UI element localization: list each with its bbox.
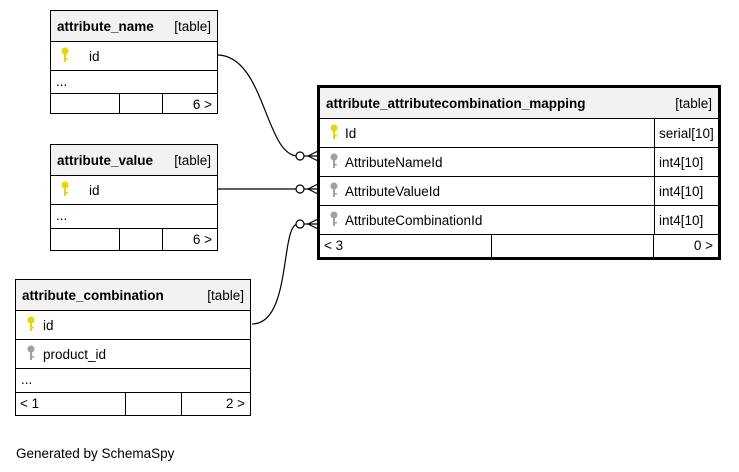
table-header[interactable]: attribute_attributecombination_mapping […: [320, 88, 718, 119]
column-row[interactable]: Id serial[10]: [320, 119, 718, 148]
table-attribute-combination[interactable]: attribute_combination [table] id product…: [15, 279, 251, 416]
column-row[interactable]: AttributeValueId int4[10]: [320, 177, 718, 206]
foreign-key-icon: [330, 153, 338, 168]
table-header[interactable]: attribute_value [table]: [51, 145, 217, 176]
crowfoot-attribute-combination: [295, 218, 319, 230]
footer-middle: [120, 229, 163, 250]
column-name: AttributeNameId: [345, 155, 443, 170]
table-kind: [table]: [174, 19, 211, 34]
table-name: attribute_attributecombination_mapping: [326, 96, 586, 111]
primary-key-icon: [61, 47, 69, 62]
table-name: attribute_combination: [22, 288, 164, 303]
parents-count[interactable]: [51, 94, 120, 113]
primary-key-icon: [27, 316, 35, 331]
ellipsis: ...: [56, 74, 68, 89]
footer-middle: [492, 235, 654, 257]
column-type: int4[10]: [654, 177, 718, 205]
children-count[interactable]: 6 >: [192, 97, 212, 112]
more-columns-row: ...: [51, 71, 217, 94]
column-type: int4[10]: [654, 206, 718, 234]
table-footer: < 3 0 >: [320, 235, 718, 257]
column-row[interactable]: id: [51, 42, 217, 71]
column-name: id: [89, 49, 100, 64]
table-name: attribute_name: [57, 19, 154, 34]
table-kind: [table]: [675, 96, 712, 111]
relation-attribute-combination: [251, 223, 318, 325]
more-columns-row: ...: [51, 205, 217, 229]
column-row[interactable]: id: [51, 176, 217, 205]
column-name: id: [89, 183, 100, 198]
column-type: serial[10]: [654, 119, 718, 147]
column-name: id: [43, 318, 54, 333]
column-name: AttributeValueId: [345, 184, 441, 199]
crowfoot-attribute-value: [295, 183, 319, 195]
column-name: AttributeCombinationId: [345, 213, 483, 228]
column-name: product_id: [43, 347, 107, 362]
table-footer: < 1 2 >: [16, 393, 250, 415]
column-type: int4[10]: [654, 148, 718, 176]
table-footer: 6 >: [51, 94, 217, 113]
children-count[interactable]: 6 >: [192, 232, 212, 247]
table-kind: [table]: [174, 153, 211, 168]
primary-key-icon: [330, 124, 338, 139]
foreign-key-icon: [27, 345, 35, 360]
column-row[interactable]: product_id: [16, 340, 250, 369]
more-columns-row: ...: [16, 369, 250, 393]
column-row[interactable]: AttributeCombinationId int4[10]: [320, 206, 718, 235]
table-header[interactable]: attribute_name [table]: [51, 11, 217, 42]
table-attribute-name[interactable]: attribute_name [table] id ... 6 >: [50, 10, 218, 114]
parents-count[interactable]: [51, 229, 120, 250]
table-name: attribute_value: [57, 153, 154, 168]
column-row[interactable]: id: [16, 311, 250, 340]
footer-middle: [126, 393, 182, 415]
ellipsis: ...: [21, 372, 33, 387]
column-name: Id: [345, 126, 357, 141]
footer-middle: [120, 94, 163, 113]
ellipsis: ...: [56, 208, 68, 223]
foreign-key-icon: [330, 182, 338, 197]
children-count[interactable]: 0 >: [693, 238, 713, 253]
foreign-key-icon: [330, 211, 338, 226]
table-footer: 6 >: [51, 229, 217, 250]
generated-by-label: Generated by SchemaSpy: [16, 446, 175, 461]
table-attribute-value[interactable]: attribute_value [table] id ... 6 >: [50, 144, 218, 251]
column-row[interactable]: AttributeNameId int4[10]: [320, 148, 718, 177]
table-kind: [table]: [207, 288, 244, 303]
table-attribute-attributecombination-mapping[interactable]: attribute_attributecombination_mapping […: [317, 85, 721, 260]
crowfoot-attribute-name: [295, 150, 319, 162]
parents-count[interactable]: < 3: [320, 235, 492, 257]
parents-count[interactable]: < 1: [16, 393, 126, 415]
children-count[interactable]: 2 >: [225, 396, 245, 411]
relation-attribute-name: [216, 54, 318, 157]
primary-key-icon: [61, 181, 69, 196]
table-header[interactable]: attribute_combination [table]: [16, 280, 250, 311]
